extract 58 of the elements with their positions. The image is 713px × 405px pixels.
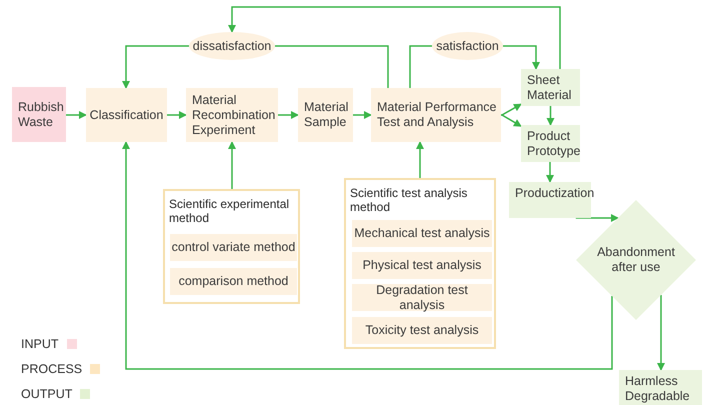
legend-label: PROCESS <box>21 361 82 377</box>
arrow <box>122 45 189 89</box>
node-label: Toxicity test analysis <box>365 323 479 338</box>
node-label: Sheet Material <box>527 73 572 103</box>
arrow <box>167 111 187 119</box>
method-item <box>170 268 297 295</box>
arrow <box>278 111 299 119</box>
method-item <box>352 252 492 279</box>
arrow <box>228 141 236 189</box>
method-panel <box>163 189 300 304</box>
process-box <box>521 69 580 106</box>
arrow <box>546 162 554 183</box>
node-label: Material Sample <box>304 100 350 130</box>
node-label: dissatisfaction <box>192 38 272 54</box>
arrow <box>500 104 522 116</box>
arrow <box>500 114 522 127</box>
node-label: control variate method <box>172 240 296 255</box>
method-item <box>170 234 297 261</box>
node-label: Material Performance Test and Analysis <box>377 100 498 130</box>
arrow <box>66 111 87 119</box>
arrow <box>546 106 554 126</box>
method-panel <box>344 178 496 349</box>
condition-ellipse <box>189 32 275 60</box>
node-label: Degradation test analysis <box>375 282 469 312</box>
node-label: Material Recombination Experiment <box>192 92 276 138</box>
method-item <box>352 220 492 247</box>
arrow <box>416 141 424 178</box>
arrow <box>353 111 372 119</box>
arrow <box>503 45 540 70</box>
node-label: Abandonment after use <box>597 245 675 275</box>
process-box <box>521 125 580 162</box>
process-box <box>371 88 501 142</box>
node-label: Classification <box>90 108 164 122</box>
node-label: Productization <box>515 186 594 201</box>
arrow <box>657 295 665 371</box>
arrow <box>228 6 561 69</box>
node-label: Rubbish Waste <box>18 100 65 130</box>
node-label: comparison method <box>178 274 288 289</box>
node-label: Harmless Degradable <box>625 374 691 404</box>
node-label: Scientific test analysis method <box>350 186 468 214</box>
node-label: Scientific experimental method <box>169 197 290 225</box>
decision-diamond <box>576 200 696 320</box>
process-box <box>12 87 66 142</box>
method-item <box>352 284 492 311</box>
arrow <box>576 214 619 222</box>
condition-ellipse <box>432 32 503 60</box>
process-box <box>619 370 702 405</box>
process-box <box>298 88 353 142</box>
node-label: Physical test analysis <box>362 258 482 273</box>
legend-label: OUTPUT <box>21 386 72 402</box>
node-label: Mechanical test analysis <box>354 226 490 241</box>
arrow <box>122 141 613 370</box>
legend-label: INPUT <box>21 336 58 352</box>
node-label: Product Prototype <box>527 129 580 159</box>
process-box <box>186 88 278 142</box>
node-label: satisfaction <box>436 38 499 54</box>
process-box <box>86 88 167 142</box>
method-item <box>352 317 492 344</box>
